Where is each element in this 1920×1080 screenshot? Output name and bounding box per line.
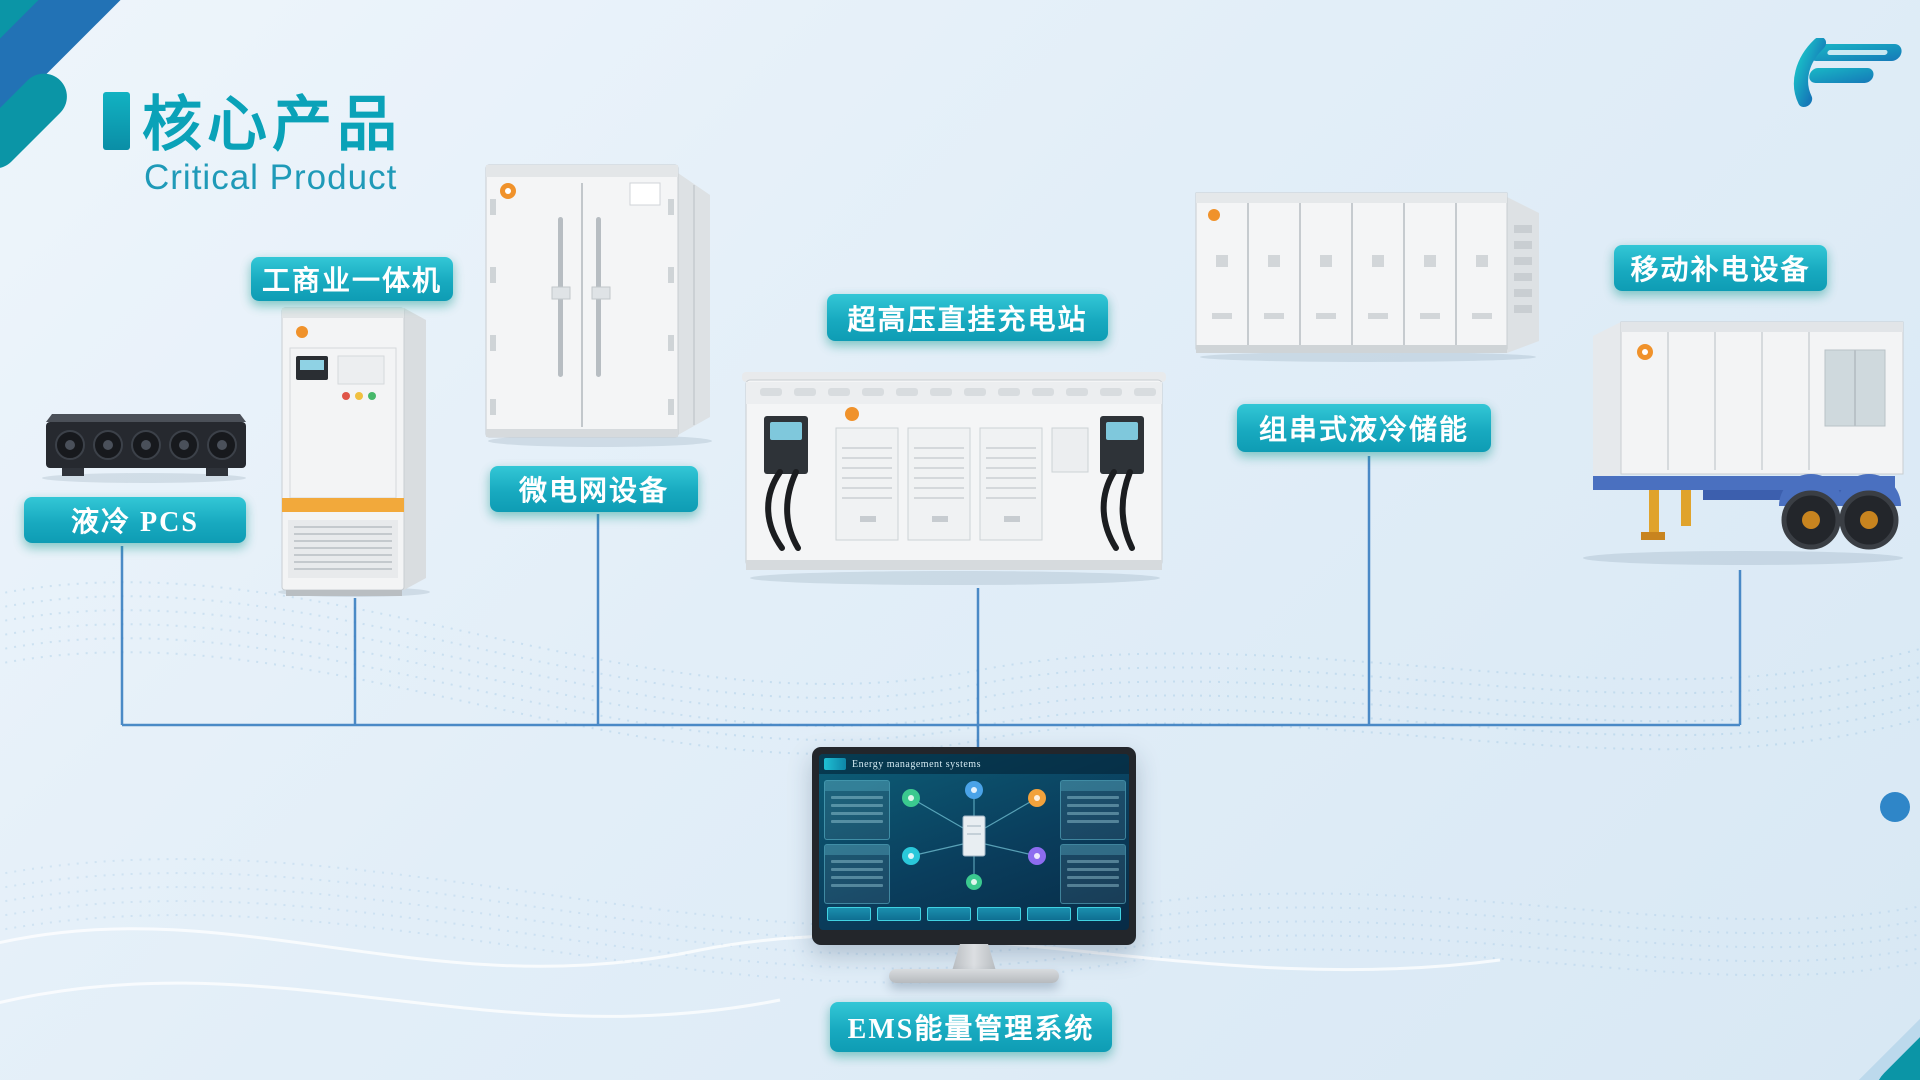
ems-monitor-screen: Energy management systems xyxy=(819,754,1129,930)
page-subtitle: Critical Product xyxy=(144,158,398,197)
screen-title: Energy management systems xyxy=(852,758,981,770)
screen-header: Energy management systems xyxy=(819,754,1129,774)
flow-cabinet-icon xyxy=(962,815,986,857)
screen-button xyxy=(877,907,921,921)
product-label-ems: EMS能量管理系统 xyxy=(830,1002,1112,1052)
screen-flow-diagram xyxy=(902,781,1046,890)
screen-button-row xyxy=(827,907,1121,922)
screen-panel-right-bottom xyxy=(1060,844,1126,904)
title-accent-bar xyxy=(103,92,130,150)
company-logo xyxy=(1790,37,1908,112)
screen-panel-left-bottom xyxy=(824,844,890,904)
charging-cables xyxy=(765,469,1135,551)
product-label-microgrid: 微电网设备 xyxy=(490,466,698,512)
page-title: 核心产品 xyxy=(142,91,402,158)
product-label-all-in-one: 工商业一体机 xyxy=(251,257,453,301)
product-label-mobile-power: 移动补电设备 xyxy=(1614,245,1827,291)
product-image-all-in-one-cabinet xyxy=(274,300,434,603)
product-image-string-ess xyxy=(1192,185,1544,368)
monitor-stand-base xyxy=(889,969,1059,983)
screen-panel-right-top xyxy=(1060,780,1126,840)
product-label-string-ess: 组串式液冷储能 xyxy=(1237,404,1491,452)
screen-button xyxy=(1027,907,1071,921)
screen-logo xyxy=(824,758,846,770)
product-image-liquid-cooled-pcs xyxy=(36,406,252,489)
product-label-charging-station: 超高压直挂充电站 xyxy=(827,294,1108,341)
product-image-charging-station xyxy=(740,364,1170,593)
screen-button xyxy=(927,907,971,921)
ems-monitor: Energy management systems xyxy=(812,747,1136,945)
screen-panel-left-top xyxy=(824,780,890,840)
fan-icons xyxy=(55,430,237,460)
decorative-dot xyxy=(1880,792,1910,822)
screen-button xyxy=(1077,907,1121,921)
product-label-liquid-cooled-pcs: 液冷 PCS xyxy=(24,497,246,543)
product-image-mobile-power-trailer xyxy=(1563,310,1913,575)
monitor-stand-neck xyxy=(952,944,996,971)
product-image-microgrid-container xyxy=(482,155,718,452)
screen-button xyxy=(977,907,1021,921)
screen-button xyxy=(827,907,871,921)
